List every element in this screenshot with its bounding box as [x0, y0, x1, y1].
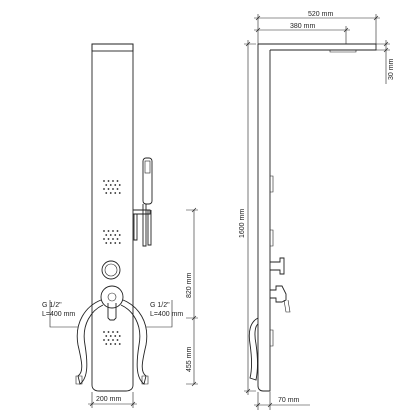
head-drop-dimension: 30 mm: [376, 40, 395, 84]
left-thread-label: G 1/2": [42, 302, 62, 309]
jet-nozzle: [103, 188, 105, 190]
jet-nozzle: [107, 188, 110, 190]
jet-nozzle: [112, 180, 114, 182]
jet-nozzle: [116, 238, 119, 240]
jet-nozzle: [116, 180, 119, 182]
jet-nozzle: [105, 184, 108, 186]
mixer-handle: [100, 285, 124, 321]
jet-nozzle: [109, 234, 112, 236]
jet-nozzle: [107, 331, 110, 333]
jet-nozzle: [114, 184, 117, 186]
top-width-label: 520 mm: [308, 11, 333, 18]
jet-nozzle: [107, 339, 110, 341]
jet-nozzle: [112, 238, 114, 240]
jet-nozzle: [109, 335, 112, 337]
jet-nozzle: [107, 230, 110, 232]
jet-nozzle: [105, 343, 108, 345]
head-projection-label: 380 mm: [290, 23, 315, 30]
jet-nozzle: [118, 184, 121, 186]
panel-height-label: 1600 mm: [239, 209, 246, 238]
jet-nozzle: [109, 184, 112, 186]
jet-nozzle: [107, 238, 110, 240]
jet-nozzle: [103, 238, 105, 240]
jet-nozzle: [114, 335, 117, 337]
jet-nozzle: [116, 331, 119, 333]
front-panel-body: [91, 43, 134, 392]
panel-height-dimension: 1600 mm: [239, 40, 256, 395]
jet-nozzle: [118, 242, 121, 244]
jet-nozzle: [114, 343, 117, 345]
jet-nozzle: [109, 242, 112, 244]
left-length-label: L=400 mm: [42, 311, 75, 318]
jet-nozzle: [105, 192, 108, 194]
jet-nozzle: [112, 188, 114, 190]
side-diverter-knob: [270, 257, 285, 275]
jet-nozzle: [103, 339, 105, 341]
side-panel-body: [257, 44, 271, 392]
jet-nozzle: [107, 180, 110, 182]
jet-nozzle: [118, 343, 121, 345]
jet-nozzle: [118, 234, 121, 236]
right-supply-pipe: [120, 299, 148, 385]
depth-label: 70 mm: [278, 397, 300, 404]
front-width-label: 200 mm: [96, 396, 121, 403]
front-width-dimension: 200 mm: [88, 392, 137, 408]
jet-nozzle: [114, 234, 117, 236]
jet-nozzle: [105, 234, 108, 236]
jet-nozzle: [105, 335, 108, 337]
jet-nozzle: [112, 331, 114, 333]
jet-nozzle: [112, 339, 114, 341]
right-length-label: L=400 mm: [150, 311, 183, 318]
left-supply-pipe: [76, 299, 104, 385]
jet-nozzle: [118, 335, 121, 337]
outlet-height-label: 820 mm: [186, 273, 193, 298]
jet-nozzle: [109, 343, 112, 345]
jet-nozzle: [116, 339, 119, 341]
jet-nozzle: [112, 230, 114, 232]
jet-nozzle: [116, 188, 119, 190]
jet-nozzle: [105, 242, 108, 244]
side-supply-pipe: [248, 317, 259, 381]
depth-dimension: 70 mm: [254, 392, 310, 410]
hand-shower: [133, 157, 153, 247]
upper-jet-cluster: [103, 180, 121, 194]
jet-nozzle: [114, 192, 117, 194]
jet-nozzle: [109, 192, 112, 194]
side-shower-arm: [258, 43, 377, 51]
side-mixer-handle: [270, 285, 287, 303]
jet-nozzle: [116, 230, 119, 232]
front-view: G 1/2" L=400 mm G 1/2" L=400 mm 200 mm 8…: [42, 43, 198, 408]
head-drop-label: 30 mm: [388, 58, 395, 80]
front-shower-head: [91, 43, 134, 52]
front-height-dimensions: 820 mm 455 mm: [186, 207, 198, 387]
jet-nozzle: [103, 331, 105, 333]
top-dimensions: 520 mm 380 mm: [254, 11, 380, 44]
jet-nozzle: [114, 242, 117, 244]
lower-jet-cluster: [103, 331, 121, 345]
jet-nozzle: [103, 230, 105, 232]
side-view: 520 mm 380 mm 30 mm 1600 mm 70 mm: [239, 11, 395, 410]
jet-nozzle: [103, 180, 105, 182]
middle-jet-cluster: [103, 230, 121, 244]
jet-nozzle: [118, 192, 121, 194]
diverter-knob: [101, 260, 121, 280]
pipe-height-label: 455 mm: [186, 347, 193, 372]
right-thread-label: G 1/2": [150, 302, 170, 309]
